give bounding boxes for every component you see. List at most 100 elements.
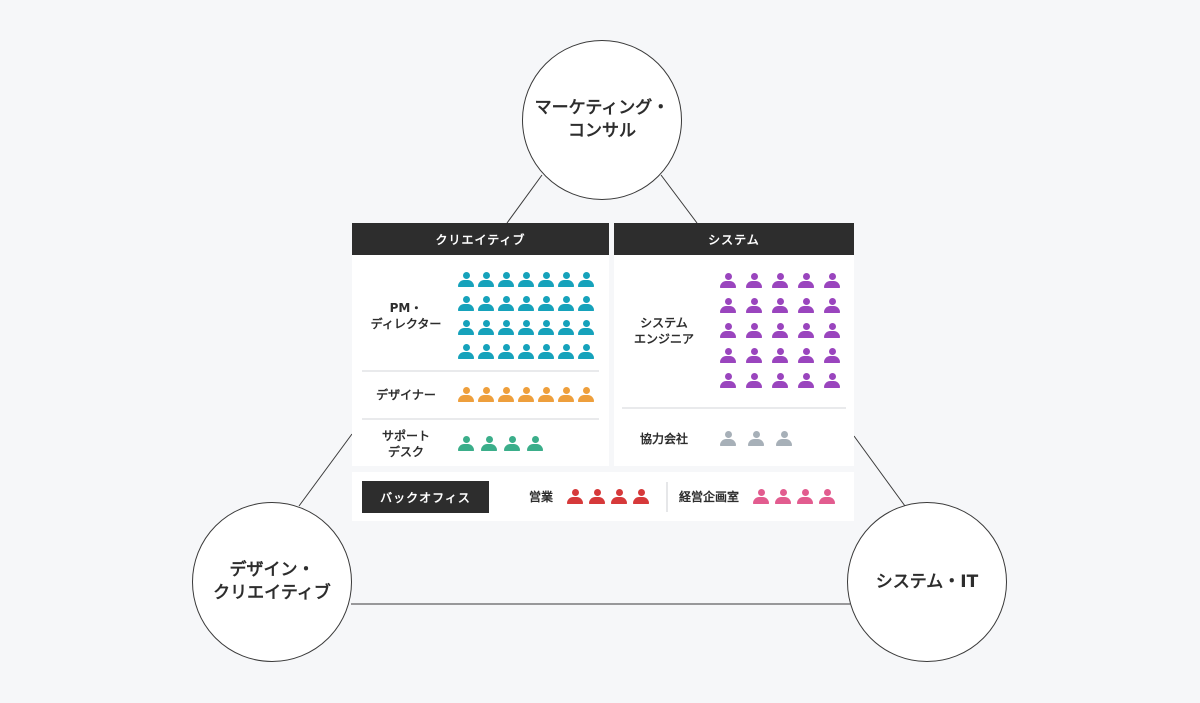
person-icon: [753, 488, 770, 505]
person-icon: [798, 323, 814, 339]
person-icon: [578, 320, 594, 336]
row-label: システム エンジニア: [633, 316, 694, 346]
row-support-desk: サポート デスク: [362, 418, 599, 468]
person-icon: [720, 348, 736, 364]
person-icon: [478, 344, 494, 360]
person-icon: [527, 436, 543, 452]
person-icon: [504, 436, 520, 452]
person-icon: [720, 323, 736, 339]
row-pm-director: PM・ ディレクター: [362, 263, 599, 369]
person-icon: [720, 430, 736, 447]
person-icon: [498, 272, 514, 288]
person-icon: [538, 344, 554, 360]
row-label: PM・ ディレクター: [370, 301, 442, 331]
person-icon: [772, 348, 788, 364]
person-icon: [578, 272, 594, 288]
person-icon: [558, 387, 574, 403]
row-label: サポート デスク: [381, 429, 430, 459]
person-icon: [538, 296, 554, 312]
person-icon: [772, 323, 788, 339]
person-icon: [746, 348, 762, 364]
person-icon: [518, 320, 534, 336]
circle-design-creative: デザイン・ クリエイティブ: [192, 502, 352, 662]
creative-panel: クリエイティブ PM・ ディレクター デザイナー サポート デスク: [352, 223, 609, 466]
person-icon: [498, 320, 514, 336]
person-icon: [518, 387, 534, 403]
person-icon: [824, 273, 840, 289]
row-label: 協力会社: [639, 431, 688, 446]
person-icon: [498, 387, 514, 403]
person-icon: [798, 373, 814, 389]
person-icon: [458, 320, 474, 336]
creative-panel-title: クリエイティブ: [352, 223, 609, 255]
person-icon: [824, 348, 840, 364]
row-system-engineer: システム エンジニア: [622, 267, 846, 395]
person-icon: [558, 320, 574, 336]
person-icon: [772, 298, 788, 314]
circle-marketing-consulting: マーケティング・ コンサル: [522, 40, 682, 200]
person-icon: [518, 344, 534, 360]
system-panel: システム システム エンジニア 協力会社: [614, 223, 854, 466]
group-corporate-planning: 経営企画室: [679, 472, 836, 521]
person-icon: [578, 344, 594, 360]
person-icon: [798, 298, 814, 314]
person-icon: [746, 373, 762, 389]
person-icon: [458, 296, 474, 312]
person-icon: [518, 272, 534, 288]
person-icon: [824, 298, 840, 314]
system-panel-title: システム: [614, 223, 854, 255]
person-icon: [720, 298, 736, 314]
person-icon: [458, 436, 474, 452]
person-icons: [458, 387, 594, 403]
divider: [666, 482, 668, 512]
person-icon: [746, 323, 762, 339]
person-icon: [458, 344, 474, 360]
person-icon: [798, 273, 814, 289]
person-icon: [498, 296, 514, 312]
person-icon: [478, 387, 494, 403]
person-icons: [567, 488, 650, 505]
group-label: 営業: [529, 489, 554, 504]
person-icon: [748, 430, 764, 447]
person-icons: [753, 488, 836, 505]
person-icon: [478, 272, 494, 288]
person-icon: [578, 387, 594, 403]
person-icon: [518, 296, 534, 312]
row-designer: デザイナー: [362, 370, 599, 418]
person-icon: [775, 488, 792, 505]
person-icon: [824, 323, 840, 339]
person-icon: [558, 344, 574, 360]
person-icon: [589, 488, 606, 505]
person-icon: [772, 273, 788, 289]
person-icon: [776, 430, 792, 447]
row-label: デザイナー: [376, 388, 436, 402]
person-icon: [538, 387, 554, 403]
circle-system-it: システム・IT: [847, 502, 1007, 662]
row-partner-companies: 協力会社: [622, 407, 846, 468]
person-icons: [458, 272, 594, 360]
person-icon: [578, 296, 594, 312]
person-icons: [720, 430, 792, 447]
person-icons: [458, 436, 543, 452]
person-icon: [498, 344, 514, 360]
person-icon: [798, 348, 814, 364]
back-office-title: バックオフィス: [362, 481, 489, 513]
group-label: 経営企画室: [679, 489, 740, 504]
person-icon: [746, 273, 762, 289]
person-icon: [478, 320, 494, 336]
person-icon: [797, 488, 814, 505]
person-icon: [720, 273, 736, 289]
person-icon: [824, 373, 840, 389]
person-icon: [458, 272, 474, 288]
person-icon: [538, 320, 554, 336]
person-icon: [538, 272, 554, 288]
person-icon: [611, 488, 628, 505]
person-icon: [819, 488, 836, 505]
group-sales: 営業: [529, 472, 650, 521]
person-icon: [558, 296, 574, 312]
person-icon: [458, 387, 474, 403]
person-icon: [558, 272, 574, 288]
person-icon: [567, 488, 584, 505]
person-icons: [720, 273, 840, 389]
